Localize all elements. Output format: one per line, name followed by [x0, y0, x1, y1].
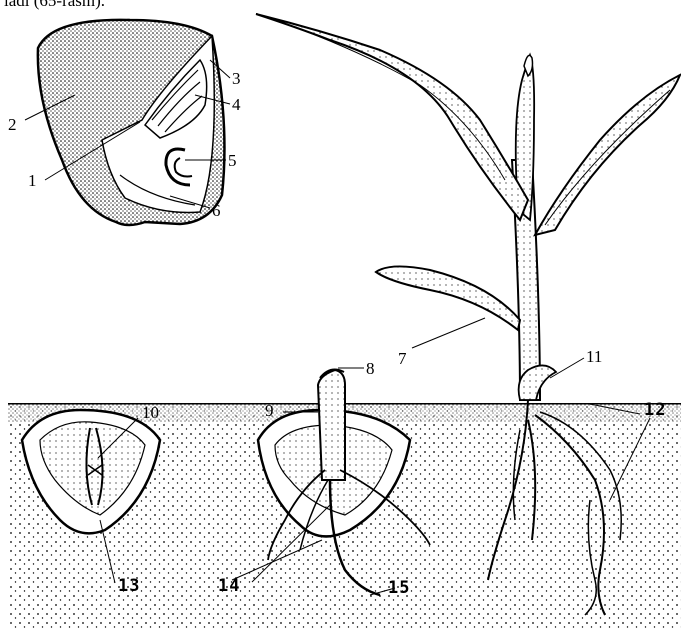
label-14: 14	[218, 578, 240, 595]
label-9: 9	[265, 402, 274, 419]
label-7: 7	[398, 350, 407, 367]
label-11: 11	[586, 348, 602, 365]
label-4: 4	[232, 96, 241, 113]
label-10: 10	[142, 404, 159, 421]
label-12: 12	[644, 402, 666, 419]
label-13: 13	[118, 578, 140, 595]
label-3: 3	[232, 70, 241, 87]
label-6: 6	[212, 202, 221, 219]
label-5: 5	[228, 152, 237, 169]
label-8: 8	[366, 360, 375, 377]
label-15: 15	[388, 580, 410, 597]
label-2: 2	[8, 116, 17, 133]
grain-section	[25, 20, 230, 225]
label-1: 1	[28, 172, 37, 189]
